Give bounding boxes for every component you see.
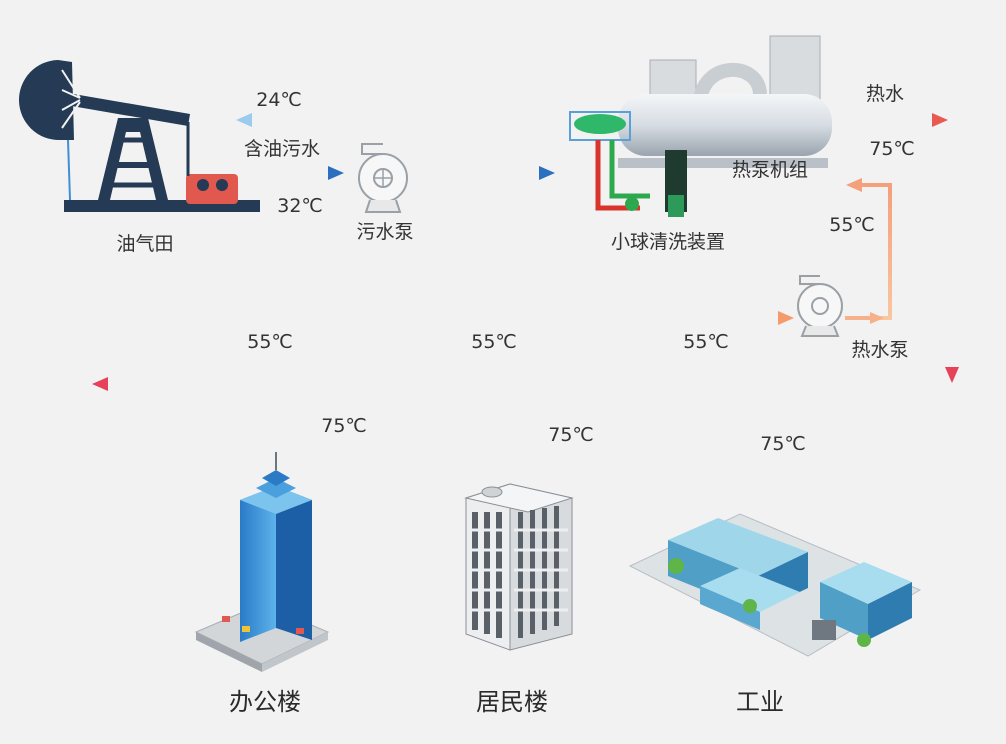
heat-pump-unit-label: 热泵机组: [732, 159, 808, 181]
hot-water-pump-icon: [797, 275, 843, 337]
oilfield-label: 油气田: [116, 233, 173, 255]
residential-label: 居民楼: [476, 688, 548, 716]
pump-to-unit-arrow: [425, 166, 555, 180]
industrial-complex-icon: [628, 513, 922, 657]
hot-water-pump-label: 热水泵: [851, 339, 908, 361]
hot-water-label: 热水: [866, 83, 904, 105]
wastewater-flow-arrow: [240, 166, 344, 180]
supply-main-line: [92, 377, 948, 391]
oil-pumpjack-icon: [18, 60, 260, 212]
residential-supply-temp-label: 75℃: [548, 424, 594, 446]
ball-cleaner-label: 小球清洗装置: [611, 231, 725, 253]
return-water-riser: [846, 178, 892, 320]
oily-wastewater-label: 含油污水: [244, 138, 320, 160]
office-building-icon: [194, 452, 330, 672]
office-return-temp-label: 55℃: [247, 331, 293, 353]
industry-return-temp-label: 55℃: [683, 331, 729, 353]
hot-out-temp-label: 75℃: [869, 138, 915, 160]
pump-to-riser-arrowhead: [870, 312, 884, 324]
hot-water-out-arrow: [845, 113, 948, 127]
residential-building-icon: [464, 483, 574, 651]
return-main-line: [90, 311, 794, 325]
office-supply-temp-label: 75℃: [321, 415, 367, 437]
industry-supply-temp-label: 75℃: [760, 433, 806, 455]
office-label: 办公楼: [229, 688, 301, 716]
return-temp-label: 24℃: [256, 89, 302, 111]
wastewater-temp-label: 32℃: [277, 195, 323, 217]
industry-label: 工业: [736, 688, 784, 716]
hot-water-supply-main: [945, 120, 959, 383]
residential-return-temp-label: 55℃: [471, 331, 517, 353]
return-flow-arrow: [236, 113, 556, 127]
heat-pump-unit-icon: [569, 35, 832, 217]
sewage-pump-label: 污水泵: [356, 221, 413, 243]
return-in-temp-label: 55℃: [829, 214, 875, 236]
sewage-pump-icon: [358, 143, 408, 213]
